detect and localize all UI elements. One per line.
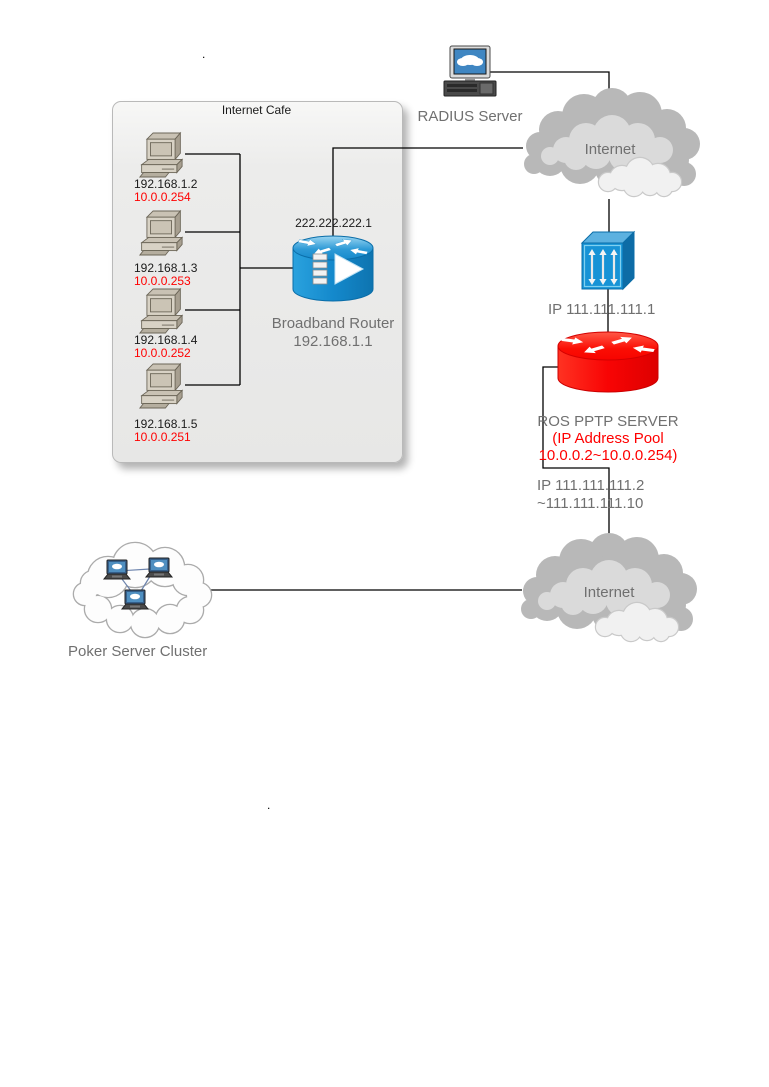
radius-server-icon <box>443 45 497 97</box>
laptop-icon <box>121 589 149 610</box>
broadband-router-icon <box>292 235 374 302</box>
poker-cluster-label: Poker Server Cluster <box>68 643 208 660</box>
router-lan-ip-label: 192.168.1.1 <box>293 333 373 350</box>
cafe-pc-icon <box>139 363 183 409</box>
pptp-ip-line1: IP 111.111.111.2 <box>537 477 645 494</box>
pc-vpn-ip-label: 10.0.0.254 <box>134 190 191 204</box>
router-to-internet-link <box>332 147 523 236</box>
internet-label: Internet <box>583 584 635 601</box>
laptop-icon <box>145 557 173 578</box>
cafe-pc-icon <box>139 132 183 178</box>
pc-vpn-ip-label: 10.0.0.251 <box>134 430 191 444</box>
pptp-to-internet2-link <box>542 366 610 546</box>
pptp-ip-line2: ~111.111.111.10 <box>537 495 644 512</box>
stray-dot: . <box>267 798 271 812</box>
router-front-detail <box>312 253 365 285</box>
cafe-pc-links <box>185 153 240 386</box>
pptp-server-title: ROS PPTP SERVER <box>537 413 679 430</box>
pptp-pool-line2: 10.0.0.2~10.0.0.254) <box>538 447 678 464</box>
switch-icon <box>580 230 636 291</box>
radius-server-label: RADIUS Server <box>417 108 523 125</box>
pc-ip-label: 192.168.1.3 <box>134 261 198 275</box>
cafe-pc-icon <box>139 288 183 334</box>
laptop-icon <box>103 559 131 580</box>
connector-lines <box>185 71 610 591</box>
pc-vpn-ip-label: 10.0.0.252 <box>134 346 191 360</box>
pc-ip-label: 192.168.1.5 <box>134 417 198 431</box>
cafe-title: Internet Cafe <box>221 103 292 117</box>
internet-label: Internet <box>584 141 636 158</box>
pc-vpn-ip-label: 10.0.0.253 <box>134 274 191 288</box>
cafe-pc-icon <box>139 210 183 256</box>
pptp-router-icon <box>557 331 659 393</box>
poker-cloud-icon <box>72 541 213 639</box>
switch-ip-label: IP 111.111.111.1 <box>548 301 656 318</box>
pc-ip-label: 192.168.1.2 <box>134 177 198 191</box>
router-wan-ip-label: 222.222.222.1 <box>295 216 372 230</box>
pptp-pool-line1: (IP Address Pool <box>552 430 664 447</box>
stray-dot: . <box>202 47 206 61</box>
radius-to-internet-link <box>489 71 610 96</box>
router-label: Broadband Router <box>271 315 395 332</box>
pc-ip-label: 192.168.1.4 <box>134 333 198 347</box>
